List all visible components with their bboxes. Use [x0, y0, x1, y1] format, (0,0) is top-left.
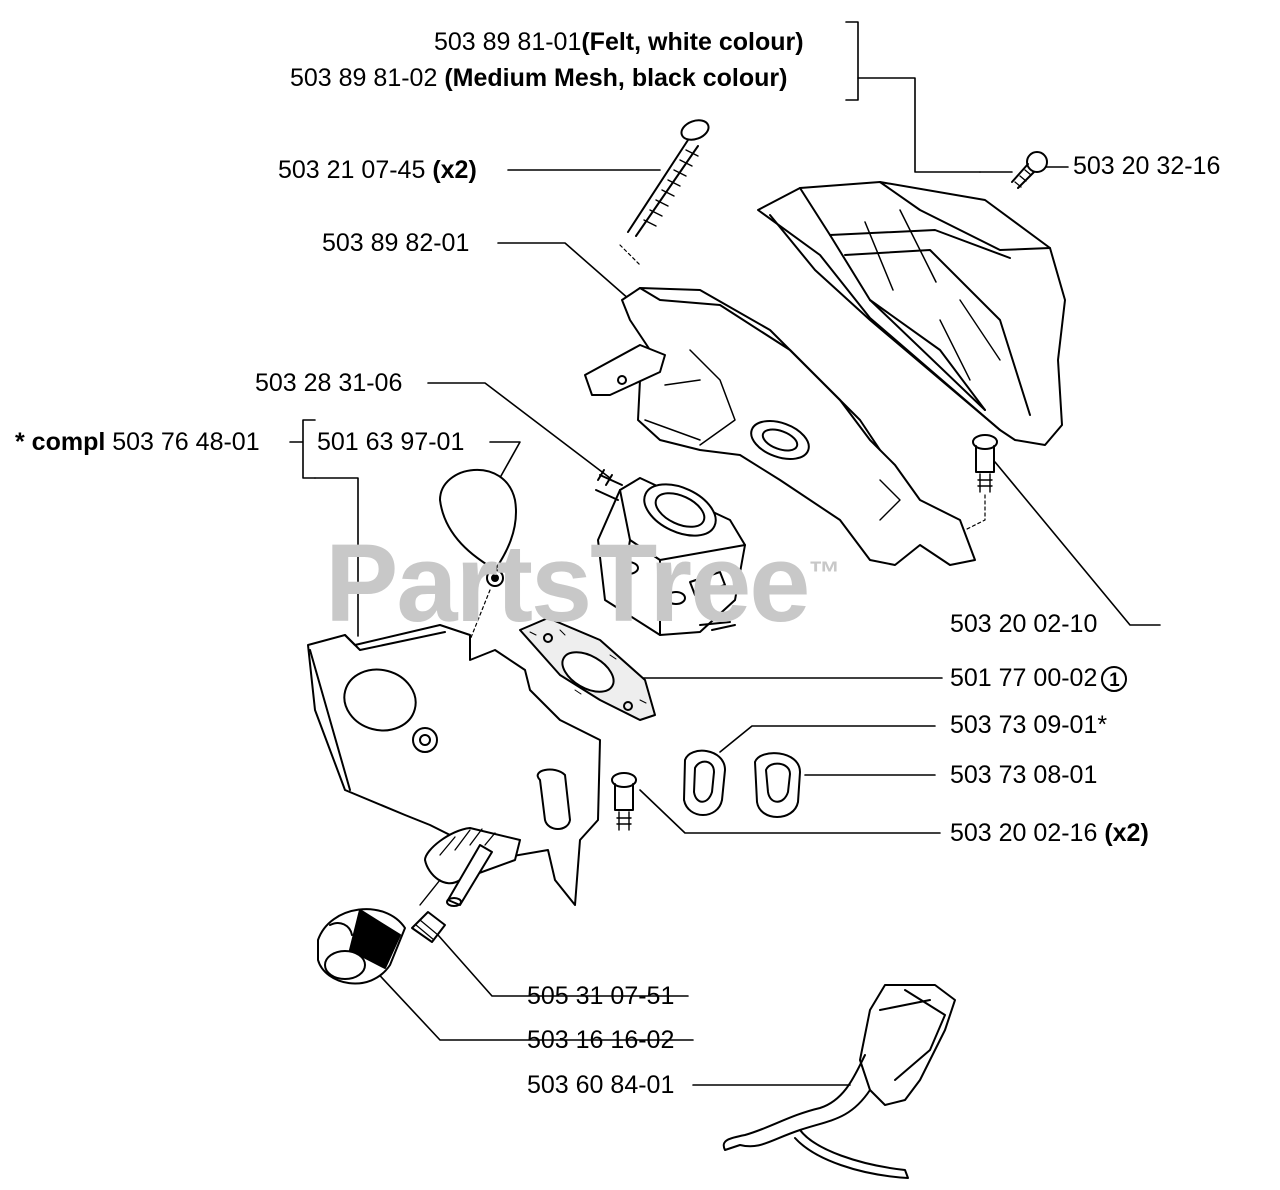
primer-bulb-drawing — [439, 468, 517, 641]
shaft-drawing — [446, 844, 493, 907]
label-compl-set[interactable]: * compl 503 76 48-01 — [15, 428, 260, 456]
label-screw-top[interactable]: 503 20 32-16 — [1073, 152, 1221, 180]
carburetor-drawing — [595, 469, 746, 636]
knob-drawing — [317, 908, 406, 985]
label-screw-low[interactable]: 503 20 02-16 (x2) — [950, 819, 1149, 847]
sleeve-drawing — [411, 911, 446, 943]
watermark: PartsTree™ — [325, 522, 840, 645]
air-filter-drawing — [757, 181, 1066, 446]
screw-mid-drawing — [964, 434, 998, 531]
leader-compl — [314, 477, 359, 637]
label-knob[interactable]: 503 16 16-02 — [527, 1026, 675, 1054]
leader-knob — [369, 964, 694, 1041]
long-screw-drawing — [619, 119, 710, 266]
leader-screw-mid — [994, 461, 1161, 626]
label-screw-mid[interactable]: 503 20 02-10 — [950, 610, 1098, 638]
label-rod[interactable]: 503 60 84-01 — [527, 1071, 675, 1099]
screw-low-drawing — [611, 772, 637, 831]
label-carburetor[interactable]: 503 28 31-06 — [255, 369, 403, 397]
label-primer-bulb[interactable]: 501 63 97-01 — [317, 428, 465, 456]
label-filter-holder[interactable]: 503 89 82-01 — [322, 229, 470, 257]
bracket-compl — [289, 419, 316, 479]
leader-air-filter — [857, 77, 981, 173]
leader-grommet-a — [719, 725, 936, 753]
leader-filter-holder — [497, 242, 631, 301]
grommet-a-drawing — [683, 749, 726, 816]
reference-number-badge: 1 — [1101, 666, 1128, 693]
leader-sleeve — [437, 934, 689, 997]
label-grommet-a[interactable]: 503 73 09-01* — [950, 711, 1108, 739]
leader-lines — [289, 21, 1161, 1086]
label-grommet-b[interactable]: 503 73 08-01 — [950, 761, 1098, 789]
bracket-air-filter — [845, 21, 859, 101]
rod-drawing — [722, 984, 956, 1179]
leader-carburetor — [427, 382, 611, 479]
leader-screw-low — [639, 789, 941, 834]
main-plate-drawing — [307, 624, 601, 906]
label-air-filter-mesh[interactable]: 503 89 81-02 (Medium Mesh, black colour) — [290, 64, 788, 92]
leader-screw-top — [979, 166, 1069, 173]
gasket-drawing — [519, 617, 656, 721]
grommet-b-drawing — [754, 752, 801, 818]
small-screw-top-drawing — [1011, 151, 1048, 189]
leader-bulb — [489, 441, 521, 493]
filter-holder-drawing — [584, 287, 976, 566]
label-long-screw[interactable]: 503 21 07-45 (x2) — [278, 156, 477, 184]
label-sleeve[interactable]: 505 31 07-51 — [527, 982, 675, 1010]
label-air-filter-felt[interactable]: 503 89 81-01(Felt, white colour) — [434, 28, 804, 56]
